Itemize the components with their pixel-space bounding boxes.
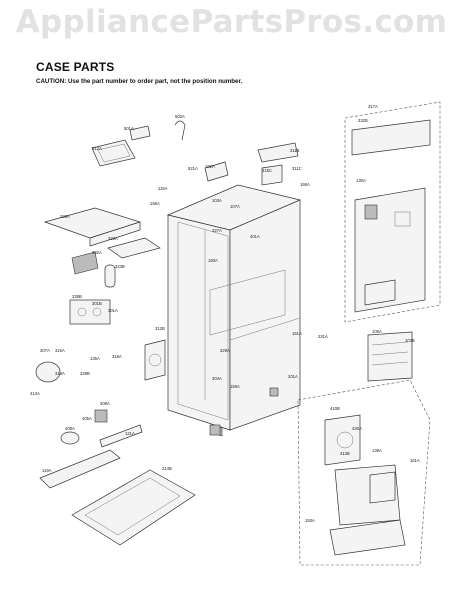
callout-label: 158A [300, 182, 310, 187]
callout-label: 153A [305, 518, 315, 523]
callout-label: 410B [330, 406, 340, 411]
callout-label: 332B [358, 118, 368, 123]
callout-label: 327A [212, 228, 222, 233]
callout-label: 413B [340, 451, 350, 456]
callout-label: 312A [92, 146, 102, 151]
callout-label: 103A [212, 198, 222, 203]
callout-label: 107A [230, 204, 240, 209]
callout-label: 315C [262, 168, 272, 173]
callout-label: 139A [372, 448, 382, 453]
dispenser-group[interactable] [297, 379, 431, 566]
callout-label: 501A [124, 126, 134, 131]
callout-label: 323B [115, 264, 125, 269]
crisper-cover[interactable] [43, 207, 161, 259]
callout-label: 231A [318, 334, 328, 339]
callout-label: 319A [55, 371, 65, 376]
callout-label: 329A [220, 348, 230, 353]
site-watermark: AppliancePartsPros.com [15, 4, 448, 40]
top-tray[interactable] [91, 139, 136, 167]
top-small-parts[interactable] [129, 120, 299, 186]
callout-label: 430A [352, 426, 362, 431]
callout-label: 307A [40, 348, 50, 353]
callout-label: 413A [30, 391, 40, 396]
callout-label: 301A [108, 308, 118, 313]
callout-label: 408A [65, 426, 75, 431]
callout-label: 105A [372, 329, 382, 334]
callout-label: 304A [212, 376, 222, 381]
callout-label: 155A [150, 201, 160, 206]
callout-label: 201A [288, 374, 298, 379]
callout-labels: 501A 503A 312A 521A 115A 102A 311B 315C … [30, 104, 420, 523]
callout-label: 326A [60, 214, 70, 219]
callout-label: 130A [356, 178, 366, 183]
callout-label: 308A [100, 401, 110, 406]
callout-label: 121A [125, 431, 135, 436]
bottom-parts[interactable] [39, 387, 279, 546]
callout-label: 332A [92, 250, 102, 255]
callout-label: 119A [42, 468, 52, 473]
page-title: CASE PARTS [36, 60, 115, 74]
callout-label: 103B [405, 338, 415, 343]
callout-label: 102A [205, 164, 215, 169]
callout-label: 161A [410, 458, 420, 463]
caution-note: CAUTION: Use the part number to order pa… [36, 78, 243, 85]
callout-label: 151A [292, 331, 302, 336]
callout-label: 317A [368, 104, 378, 109]
callout-label: 318A [112, 354, 122, 359]
evaporator-cover-group[interactable] [344, 101, 441, 323]
callout-label: 521A [188, 166, 198, 171]
callout-label: 329B [80, 371, 90, 376]
callout-label: 339B [72, 294, 82, 299]
callout-label: 115A [158, 186, 168, 191]
condenser-coil[interactable] [367, 331, 413, 382]
callout-label: 301B [92, 301, 102, 306]
callout-label: 503A [175, 114, 185, 119]
cabinet[interactable] [166, 184, 302, 437]
callout-label: 401A [250, 234, 260, 239]
callout-label: 135A [90, 356, 100, 361]
callout-label: 312B [155, 326, 165, 331]
compressor-parts[interactable] [35, 339, 166, 383]
callout-label: 323A [108, 236, 118, 241]
callout-label: 311B [290, 148, 300, 153]
callout-label: 150A [208, 258, 218, 263]
callout-label: 315A [55, 348, 65, 353]
callout-label: 311C [292, 166, 302, 171]
left-small-parts[interactable] [69, 251, 116, 325]
callout-label: 405A [82, 416, 92, 421]
callout-label: 214B [162, 466, 172, 471]
callout-label: 159A [230, 384, 240, 389]
